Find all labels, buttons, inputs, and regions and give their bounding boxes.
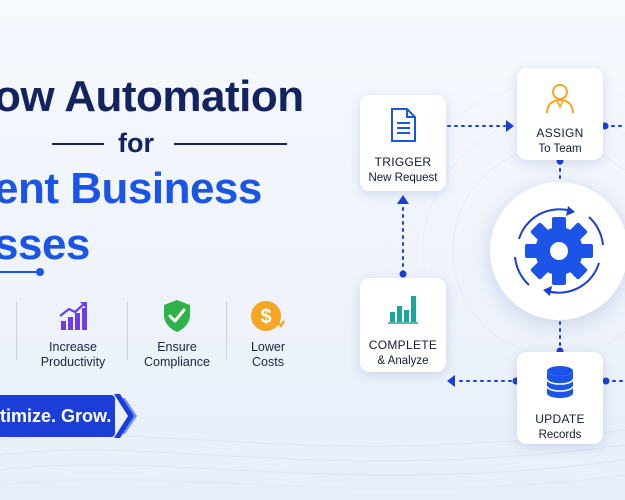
dollar-coin-icon: $ [218,298,318,334]
complete-card[interactable]: COMPLETE & Analyze [360,278,446,372]
headline-for-row: for [52,128,287,158]
headline-line-1: ow Automation [0,72,304,121]
benefit-label-line1: Increase [49,340,97,354]
document-icon [390,107,416,143]
headline-line-4: sses [0,220,90,269]
divider-right [174,143,287,145]
svg-text:$: $ [260,306,271,328]
benefit-separator [16,302,17,360]
person-icon [543,80,577,116]
update-subtitle: Records [538,429,582,441]
update-title: UPDATE [535,412,585,426]
assign-subtitle: To Team [538,143,582,155]
cta-label: timize. Grow. [0,405,112,426]
benefit-separator [127,302,128,360]
headline-line-2: for [118,128,154,158]
update-card[interactable]: UPDATE Records [517,352,603,444]
trigger-card[interactable]: TRIGGER New Request [360,95,446,191]
divider-left [52,143,104,145]
gear-cycle-icon [514,206,604,296]
database-icon [545,364,575,400]
assign-card[interactable]: ASSIGN To Team [517,68,603,160]
trigger-subtitle: New Request [368,172,438,184]
center-gear-node [490,182,625,320]
shield-check-icon [127,298,227,334]
complete-title: COMPLETE [368,338,438,352]
benefit-label-line2: Productivity [40,355,106,369]
bar-chart-up-icon [23,298,123,334]
benefit-separator [226,302,227,360]
bar-chart-icon [387,290,419,326]
benefit-label-line1: Lower [250,340,286,354]
chevron-right-icon [114,394,137,438]
headline-line-3: ent Business [0,164,262,213]
trigger-title: TRIGGER [374,155,432,169]
accent-line [0,271,38,273]
complete-subtitle: & Analyze [377,355,429,367]
benefit-label-line2: Compliance [143,355,210,369]
assign-title: ASSIGN [536,126,584,140]
benefit-label-line2: Costs [252,355,284,369]
cta-button[interactable]: timize. Grow. [0,395,115,437]
benefit-label-line1: Ensure [157,340,197,354]
accent-dot [36,268,44,276]
